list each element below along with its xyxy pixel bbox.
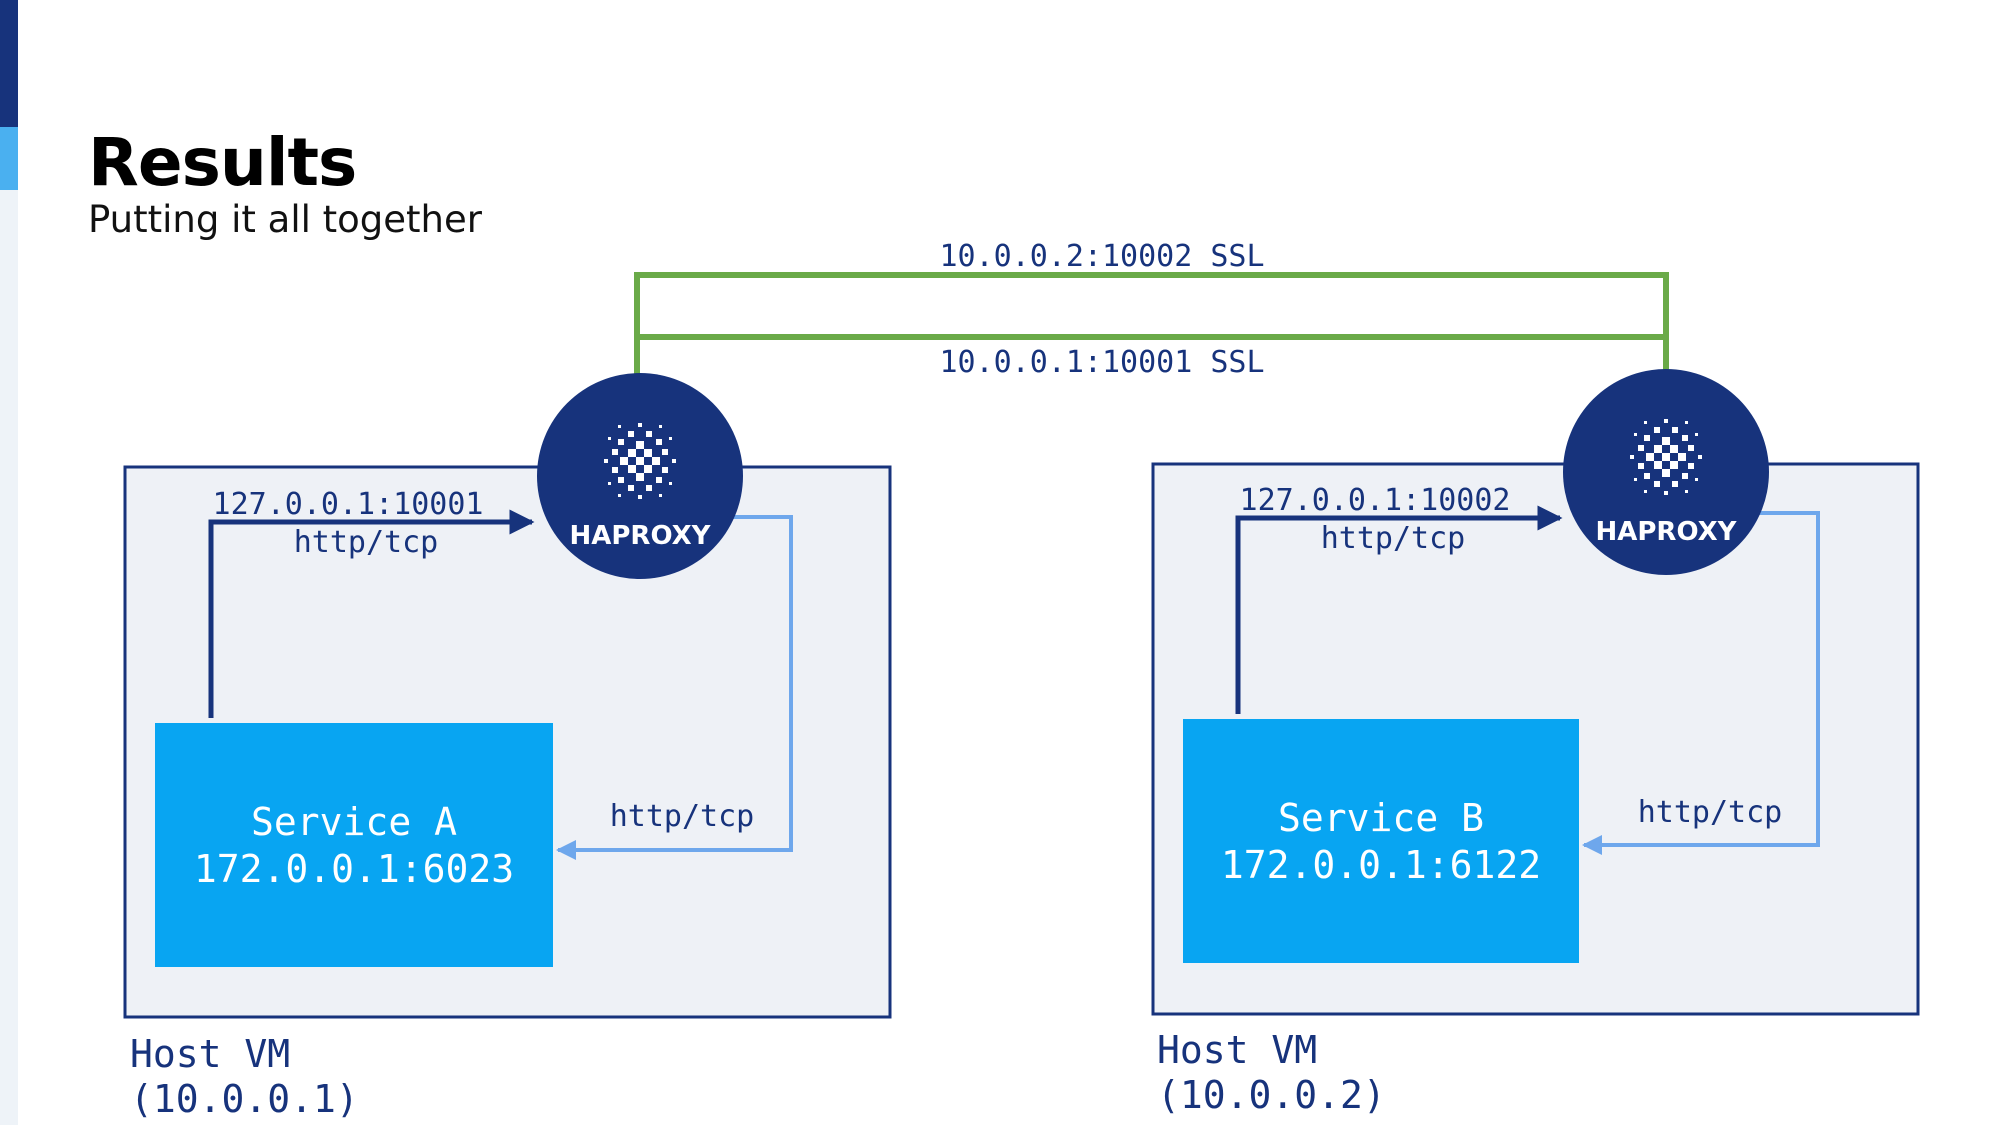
- host-b-return-arrow: [1582, 511, 1820, 855]
- slide-subtitle: Putting it all together: [88, 198, 482, 241]
- ssl-link-bottom-label: 10.0.0.1:10001 SSL: [939, 345, 1264, 380]
- service-b-box: [1183, 719, 1579, 963]
- accent-bar-dark: [0, 0, 18, 127]
- service-b-name: Service B: [1278, 796, 1484, 840]
- host-a-label: Host VM: [130, 1032, 290, 1076]
- ssl-link-top: [634, 272, 1669, 378]
- host-b-inbound-proto: http/tcp: [1638, 795, 1783, 830]
- ssl-links: 10.0.0.2:10002 SSL 10.0.0.1:10001 SSL: [634, 239, 1669, 380]
- haproxy-node-b: HAPROXY: [1563, 369, 1769, 575]
- host-a-outbound-addr: 127.0.0.1:10001: [213, 487, 484, 522]
- haproxy-label-a: HAPROXY: [569, 521, 711, 551]
- service-b-addr: 172.0.0.1:6122: [1221, 843, 1541, 887]
- host-b: 127.0.0.1:10002 http/tcp http/tcp Servic…: [1151, 369, 1920, 1117]
- host-a-inbound-proto: http/tcp: [610, 799, 755, 834]
- host-b-ip: (10.0.0.2): [1157, 1073, 1386, 1117]
- host-b-label: Host VM: [1157, 1028, 1317, 1072]
- host-b-outbound-addr: 127.0.0.1:10002: [1240, 483, 1511, 518]
- haproxy-node-a: HAPROXY: [537, 373, 743, 579]
- host-a-outbound-proto: http/tcp: [294, 525, 439, 560]
- ssl-link-top-label: 10.0.0.2:10002 SSL: [939, 239, 1264, 274]
- host-a-outbound-arrow: [208, 509, 535, 718]
- accent-bar-pale: [0, 190, 18, 1125]
- host-a: 127.0.0.1:10001 http/tcp http/tcp Servic…: [123, 373, 892, 1121]
- service-a-addr: 172.0.0.1:6023: [194, 847, 514, 891]
- slide-title: Results: [88, 124, 357, 201]
- accent-bar-light: [0, 127, 18, 190]
- host-a-return-arrow: [556, 515, 793, 860]
- service-a-box: [155, 723, 553, 967]
- host-a-ip: (10.0.0.1): [130, 1077, 359, 1121]
- service-a-name: Service A: [251, 800, 457, 844]
- host-b-outbound-proto: http/tcp: [1321, 521, 1466, 556]
- haproxy-label-b: HAPROXY: [1595, 517, 1737, 547]
- host-b-outbound-arrow: [1235, 505, 1563, 714]
